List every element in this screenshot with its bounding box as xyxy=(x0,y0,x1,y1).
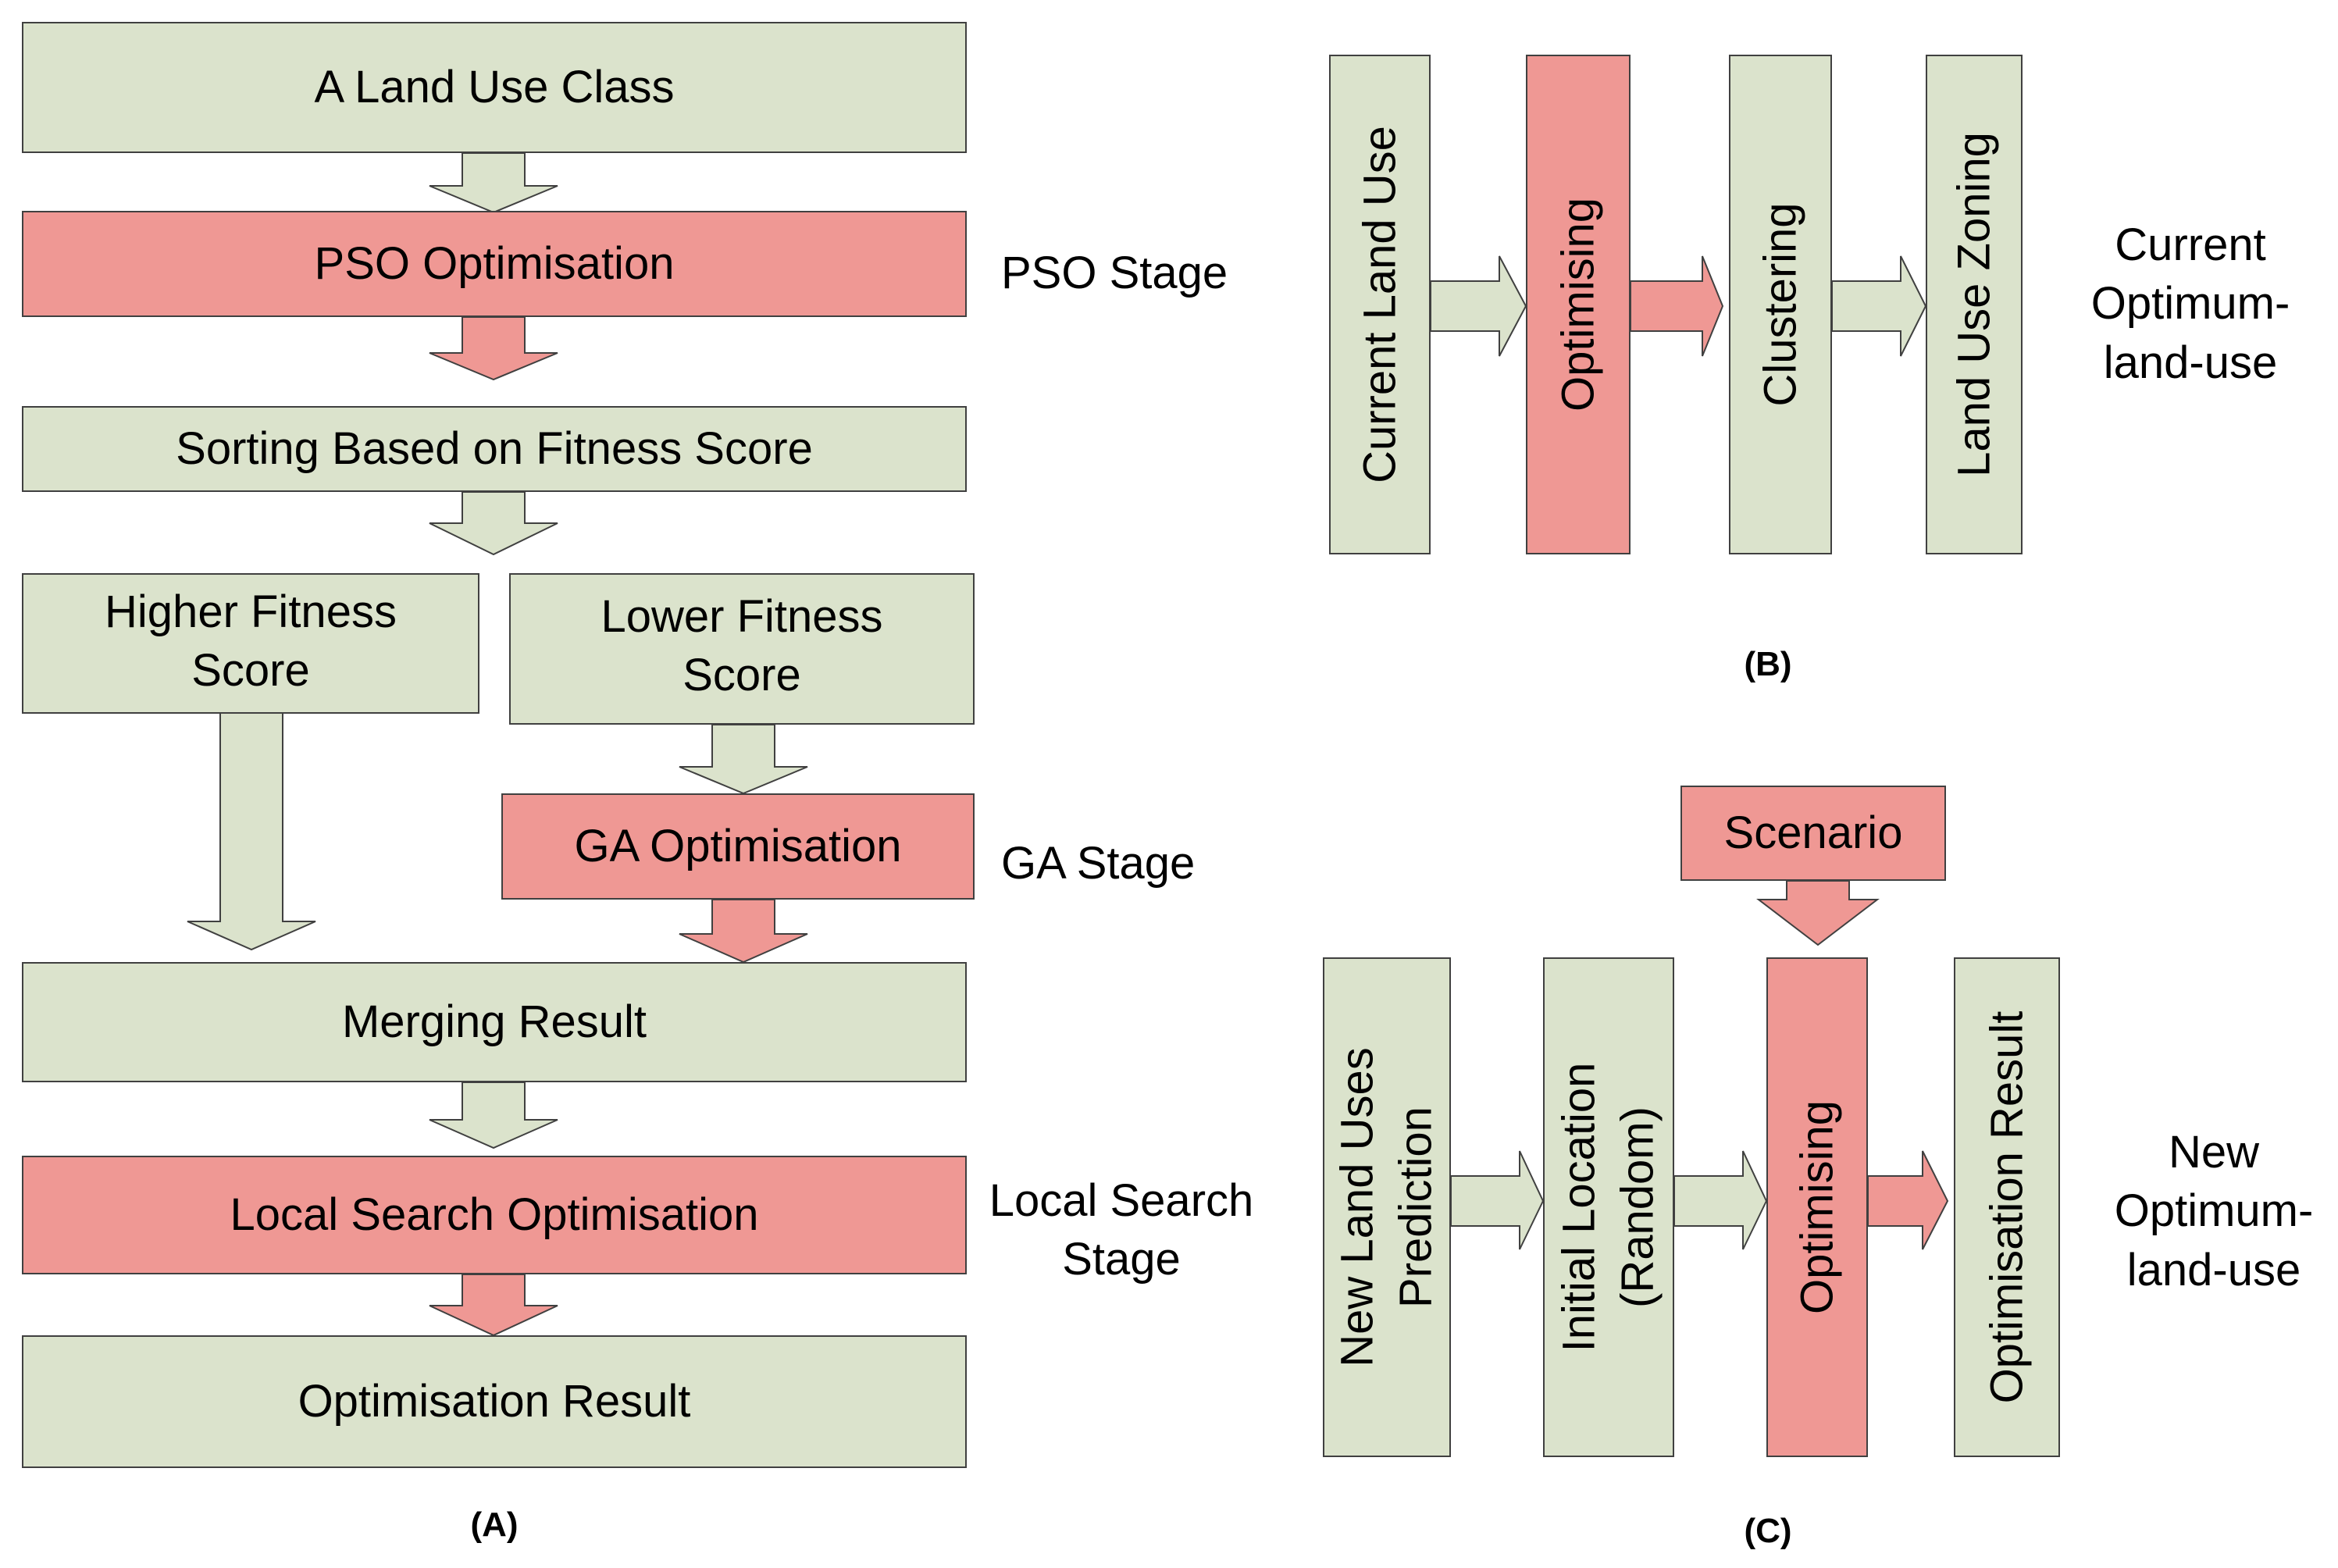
optimising-text-c: Optimising xyxy=(1791,1100,1843,1314)
current-land-use-text: Current Land Use xyxy=(1354,126,1406,483)
optimisation-result-box: Optimisation Result xyxy=(22,1335,967,1468)
optimisation-result-text-c: Optimisation Result xyxy=(1981,1010,2033,1404)
new-land-uses-prediction-text: New Land Uses Prediction xyxy=(1331,1047,1442,1367)
optimising-text-b: Optimising xyxy=(1552,198,1604,412)
arrow-ga-to-merge xyxy=(679,899,808,964)
land-use-class-box: A Land Use Class xyxy=(22,22,967,153)
arrow-b-1 xyxy=(1430,255,1527,357)
panel-a-label: (A) xyxy=(470,1506,519,1544)
sorting-box: Sorting Based on Fitness Score xyxy=(22,406,967,492)
optimising-box-b: Optimising xyxy=(1526,55,1631,554)
new-optimum-land-use-label: New Optimum-land-use xyxy=(2114,1127,2314,1295)
clustering-box: Clustering xyxy=(1729,55,1832,554)
initial-location-box: Initial Location (Random) xyxy=(1543,957,1674,1457)
local-search-optimisation-box: Local Search Optimisation xyxy=(22,1156,967,1274)
arrow-scenario-to-optimising xyxy=(1756,880,1880,946)
arrow-c-1 xyxy=(1450,1150,1545,1250)
panel-c-label: (C) xyxy=(1744,1512,1792,1550)
lower-fitness-box: Lower Fitness Score xyxy=(509,573,975,725)
panel-b-label: (B) xyxy=(1744,645,1792,683)
clustering-text: Clustering xyxy=(1755,202,1806,407)
current-land-use-box: Current Land Use xyxy=(1329,55,1431,554)
arrow-b-3 xyxy=(1831,255,1927,357)
current-optimum-land-use-label: Current Optimum-land-use xyxy=(2090,219,2290,388)
arrow-c-2 xyxy=(1673,1150,1768,1250)
higher-fitness-box: Higher Fitness Score xyxy=(22,573,479,714)
initial-location-text: Initial Location (Random) xyxy=(1553,1062,1663,1352)
ga-stage-label: GA Stage xyxy=(1001,838,1196,889)
pso-stage-label: PSO Stage xyxy=(1001,248,1228,298)
scenario-box: Scenario xyxy=(1680,786,1946,881)
ga-optimisation-box: GA Optimisation xyxy=(501,793,975,900)
merging-result-box: Merging Result xyxy=(22,962,967,1082)
arrow-sorting-to-split xyxy=(429,491,558,556)
optimisation-result-box-c: Optimisation Result xyxy=(1954,957,2060,1457)
local-search-stage-label: Local Search Stage xyxy=(989,1175,1254,1285)
new-land-uses-prediction-box: New Land Uses Prediction xyxy=(1323,957,1451,1457)
arrow-b-2 xyxy=(1630,255,1724,357)
arrow-merge-to-local xyxy=(429,1082,558,1149)
land-use-zoning-box: Land Use Zoning xyxy=(1926,55,2023,554)
arrow-lower-to-ga xyxy=(679,724,808,795)
arrow-c-3 xyxy=(1867,1150,1949,1250)
arrow-higher-to-merge xyxy=(187,711,316,951)
arrow-pso-to-sorting xyxy=(429,316,558,381)
optimising-box-c: Optimising xyxy=(1766,957,1868,1457)
pso-optimisation-box: PSO Optimisation xyxy=(22,211,967,317)
arrow-local-to-result xyxy=(429,1274,558,1337)
land-use-zoning-text: Land Use Zoning xyxy=(1948,132,2000,477)
arrow-land-to-pso xyxy=(429,152,558,214)
